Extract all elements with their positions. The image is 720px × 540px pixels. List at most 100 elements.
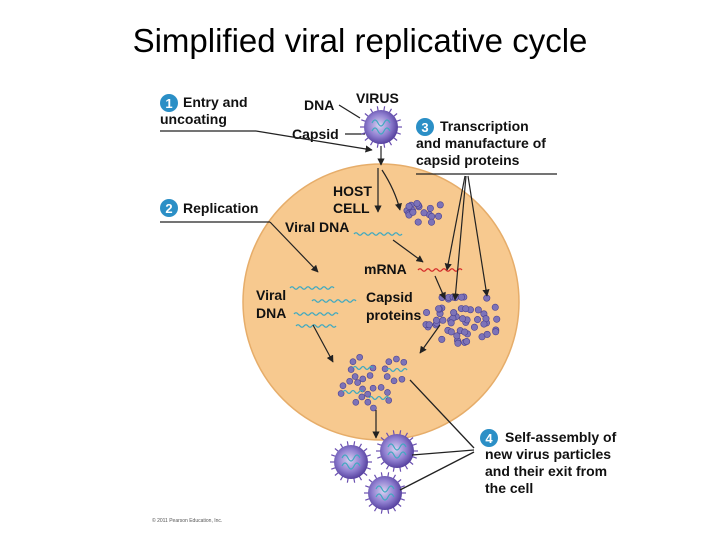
capsid-protein (463, 338, 471, 346)
capsid-proteins-label-2: proteins (366, 307, 421, 323)
assembling-capsid-protein (347, 366, 355, 373)
virus-label: VIRUS (356, 90, 399, 106)
capsid-protein (414, 218, 422, 226)
step-1-line-2: uncoating (160, 111, 227, 127)
capsid-protein (462, 305, 470, 313)
assembling-viral-dna (342, 389, 364, 395)
step-2-badge: 2 (160, 199, 178, 217)
capsid-protein (493, 315, 501, 323)
assembling-capsid-protein (349, 358, 357, 366)
assembling-viral-dna (386, 367, 408, 373)
copyright-note: © 2011 Pearson Education, Inc. (152, 517, 222, 524)
capsid-protein (447, 328, 455, 336)
assembling-viral-dna (368, 395, 390, 401)
capsid-protein (438, 335, 446, 343)
assembling-capsid-protein (337, 390, 345, 397)
viral-dna-strands (289, 232, 403, 328)
arrow-dna-to-assembly (312, 324, 334, 363)
step-1-number: 1 (165, 96, 172, 111)
assembling-capsid-protein (385, 358, 393, 365)
arrow-dna-to-mrna (392, 239, 424, 263)
viral-dna-strand (293, 312, 339, 316)
assembling-capsid-protein (339, 382, 347, 390)
capsid-protein (447, 319, 455, 327)
assembling-capsid-protein (346, 377, 353, 385)
host-label-line-2: CELL (333, 200, 370, 216)
viral-dna-strand (295, 324, 337, 328)
capsid-protein (428, 218, 436, 226)
capsid-protein (459, 315, 467, 323)
arrow-transcription-2 (451, 175, 467, 301)
arrow-entry-to-virus (255, 130, 373, 153)
assembling-capsid-protein (400, 358, 408, 366)
assembling-capsid-protein (366, 372, 374, 379)
assembling-capsid-protein (364, 398, 372, 406)
capsid-protein (491, 303, 499, 311)
assembling-capsid-protein (383, 373, 391, 380)
dna-pointer (338, 104, 361, 119)
capsid-protein (420, 209, 428, 217)
capsid-protein (435, 212, 443, 220)
step-3-line-1: Transcription (440, 118, 529, 134)
viral-dna-label-left-2: DNA (256, 305, 286, 321)
assembling-virus-particles (337, 353, 408, 412)
assembling-capsid-protein (364, 390, 371, 398)
mrna-strand (417, 268, 463, 272)
assembling-capsid-protein (354, 379, 361, 386)
assembling-capsid-protein (356, 353, 363, 361)
capsid-protein (474, 316, 482, 324)
step-4-line-4: the cell (485, 480, 533, 496)
step-3-badge: 3 (416, 118, 434, 136)
exiting-virus-1 (329, 440, 373, 484)
arrow-transcription-3 (467, 175, 490, 297)
capsid-protein (435, 305, 443, 313)
viral-dna-strand (289, 286, 335, 290)
arrow-mrna-to-capsid (434, 275, 446, 300)
capsid-proteins-label-1: Capsid (366, 289, 413, 305)
capsid-protein (470, 323, 478, 331)
capsid-protein (461, 328, 469, 336)
step-3-line-2: and manufacture of (416, 135, 546, 151)
step-4-number: 4 (485, 431, 493, 446)
capsid-protein-dots (403, 199, 501, 347)
dna-label: DNA (304, 97, 334, 113)
capsid-protein (428, 212, 436, 220)
capsid-protein (425, 321, 433, 329)
capsid-protein (457, 293, 465, 301)
capsid-protein (450, 309, 458, 317)
capsid-protein (474, 306, 482, 314)
step-4-line-3: and their exit from (485, 463, 607, 479)
capsid-protein (492, 328, 500, 336)
assembling-capsid-protein (351, 373, 359, 380)
capsid-protein (413, 199, 421, 207)
step-2-line-1: Replication (183, 200, 258, 216)
assembling-viral-dna (352, 365, 374, 371)
capsid-protein (439, 316, 447, 324)
viral-dna-label-left-1: Viral (256, 287, 286, 303)
assembling-capsid-protein (359, 375, 367, 383)
step-4-badge: 4 (480, 429, 498, 447)
step-3-line-3: capsid proteins (416, 152, 520, 168)
capsid-label: Capsid (292, 126, 339, 142)
arrow-virus-to-dots (381, 169, 402, 211)
capsid-protein (426, 204, 434, 212)
assembling-capsid-protein (370, 404, 377, 412)
slide-title: Simplified viral replicative cycle (132, 22, 588, 59)
step-1-badge: 1 (160, 94, 178, 112)
capsid-protein (423, 309, 431, 317)
assembling-capsid-protein (377, 384, 385, 391)
step-4-pointer-3 (399, 451, 475, 491)
host-label-line-1: HOST (333, 183, 372, 199)
mrna-label: mRNA (364, 261, 407, 277)
assembling-capsid-protein (352, 399, 360, 406)
capsid-protein (454, 339, 462, 347)
assembling-capsid-protein (358, 393, 366, 401)
capsid-protein (432, 316, 440, 324)
step-4-line-1: Self-assembly of (505, 429, 617, 445)
step-4-pointer-1 (409, 379, 475, 449)
capsid-protein (405, 202, 413, 210)
capsid-protein (409, 208, 417, 216)
assembling-capsid-protein (393, 355, 400, 363)
assembling-capsid-protein (398, 375, 406, 383)
